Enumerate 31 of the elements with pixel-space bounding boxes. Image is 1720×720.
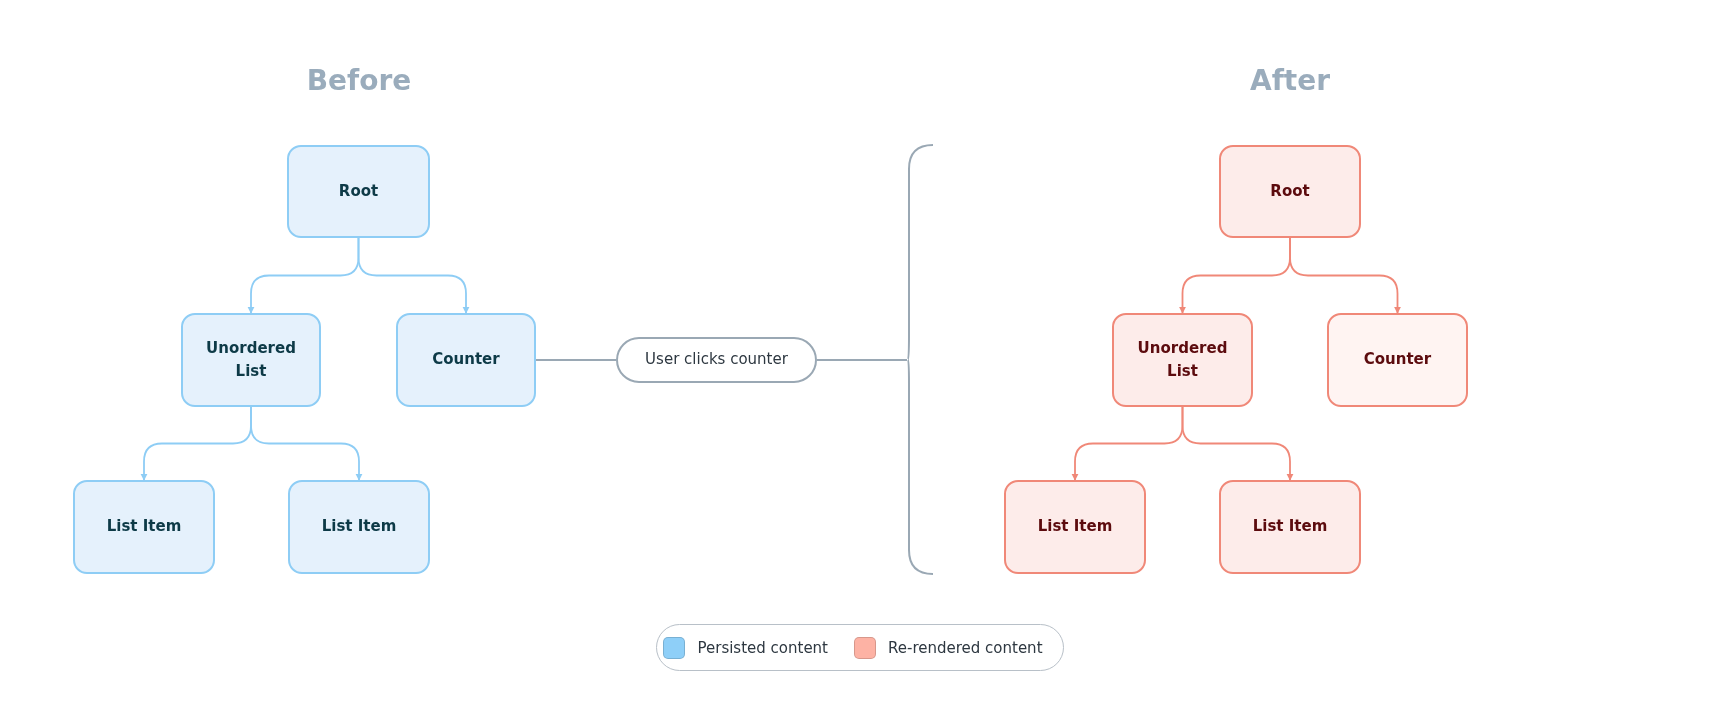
component-box — [1112, 313, 1253, 407]
component-box — [287, 145, 430, 238]
connector-arrow — [1181, 406, 1294, 481]
connector-arrow — [250, 406, 363, 481]
legend-label: Persisted content — [697, 638, 828, 657]
event-pill — [616, 337, 817, 383]
component-box — [1219, 480, 1361, 574]
curly-brace — [907, 144, 933, 575]
component-box — [1004, 480, 1146, 574]
node-label: List Item — [106, 516, 182, 538]
component-box — [1219, 145, 1361, 238]
component-box — [396, 313, 536, 407]
node-label: Root — [338, 180, 379, 202]
node-label: List Item — [1252, 516, 1328, 538]
component-box — [1327, 313, 1468, 407]
connector-arrow — [1289, 237, 1402, 314]
node-label: Counter — [1363, 349, 1432, 371]
legend-label: Re-rendered content — [888, 638, 1043, 657]
connector-arrow — [357, 237, 470, 314]
component-box — [288, 480, 430, 574]
section-title: Before — [306, 64, 412, 97]
node-label: List Item — [1037, 516, 1113, 538]
node-label: User clicks counter — [645, 349, 788, 371]
section-title: After — [1250, 64, 1330, 97]
node-label: Unordered List — [205, 337, 297, 382]
component-box — [181, 313, 321, 407]
node-label: Root — [1270, 180, 1310, 202]
node-label: Unordered List — [1136, 337, 1229, 382]
node-label: Counter — [432, 349, 500, 371]
node-label: List Item — [321, 516, 397, 538]
component-box — [73, 480, 215, 574]
